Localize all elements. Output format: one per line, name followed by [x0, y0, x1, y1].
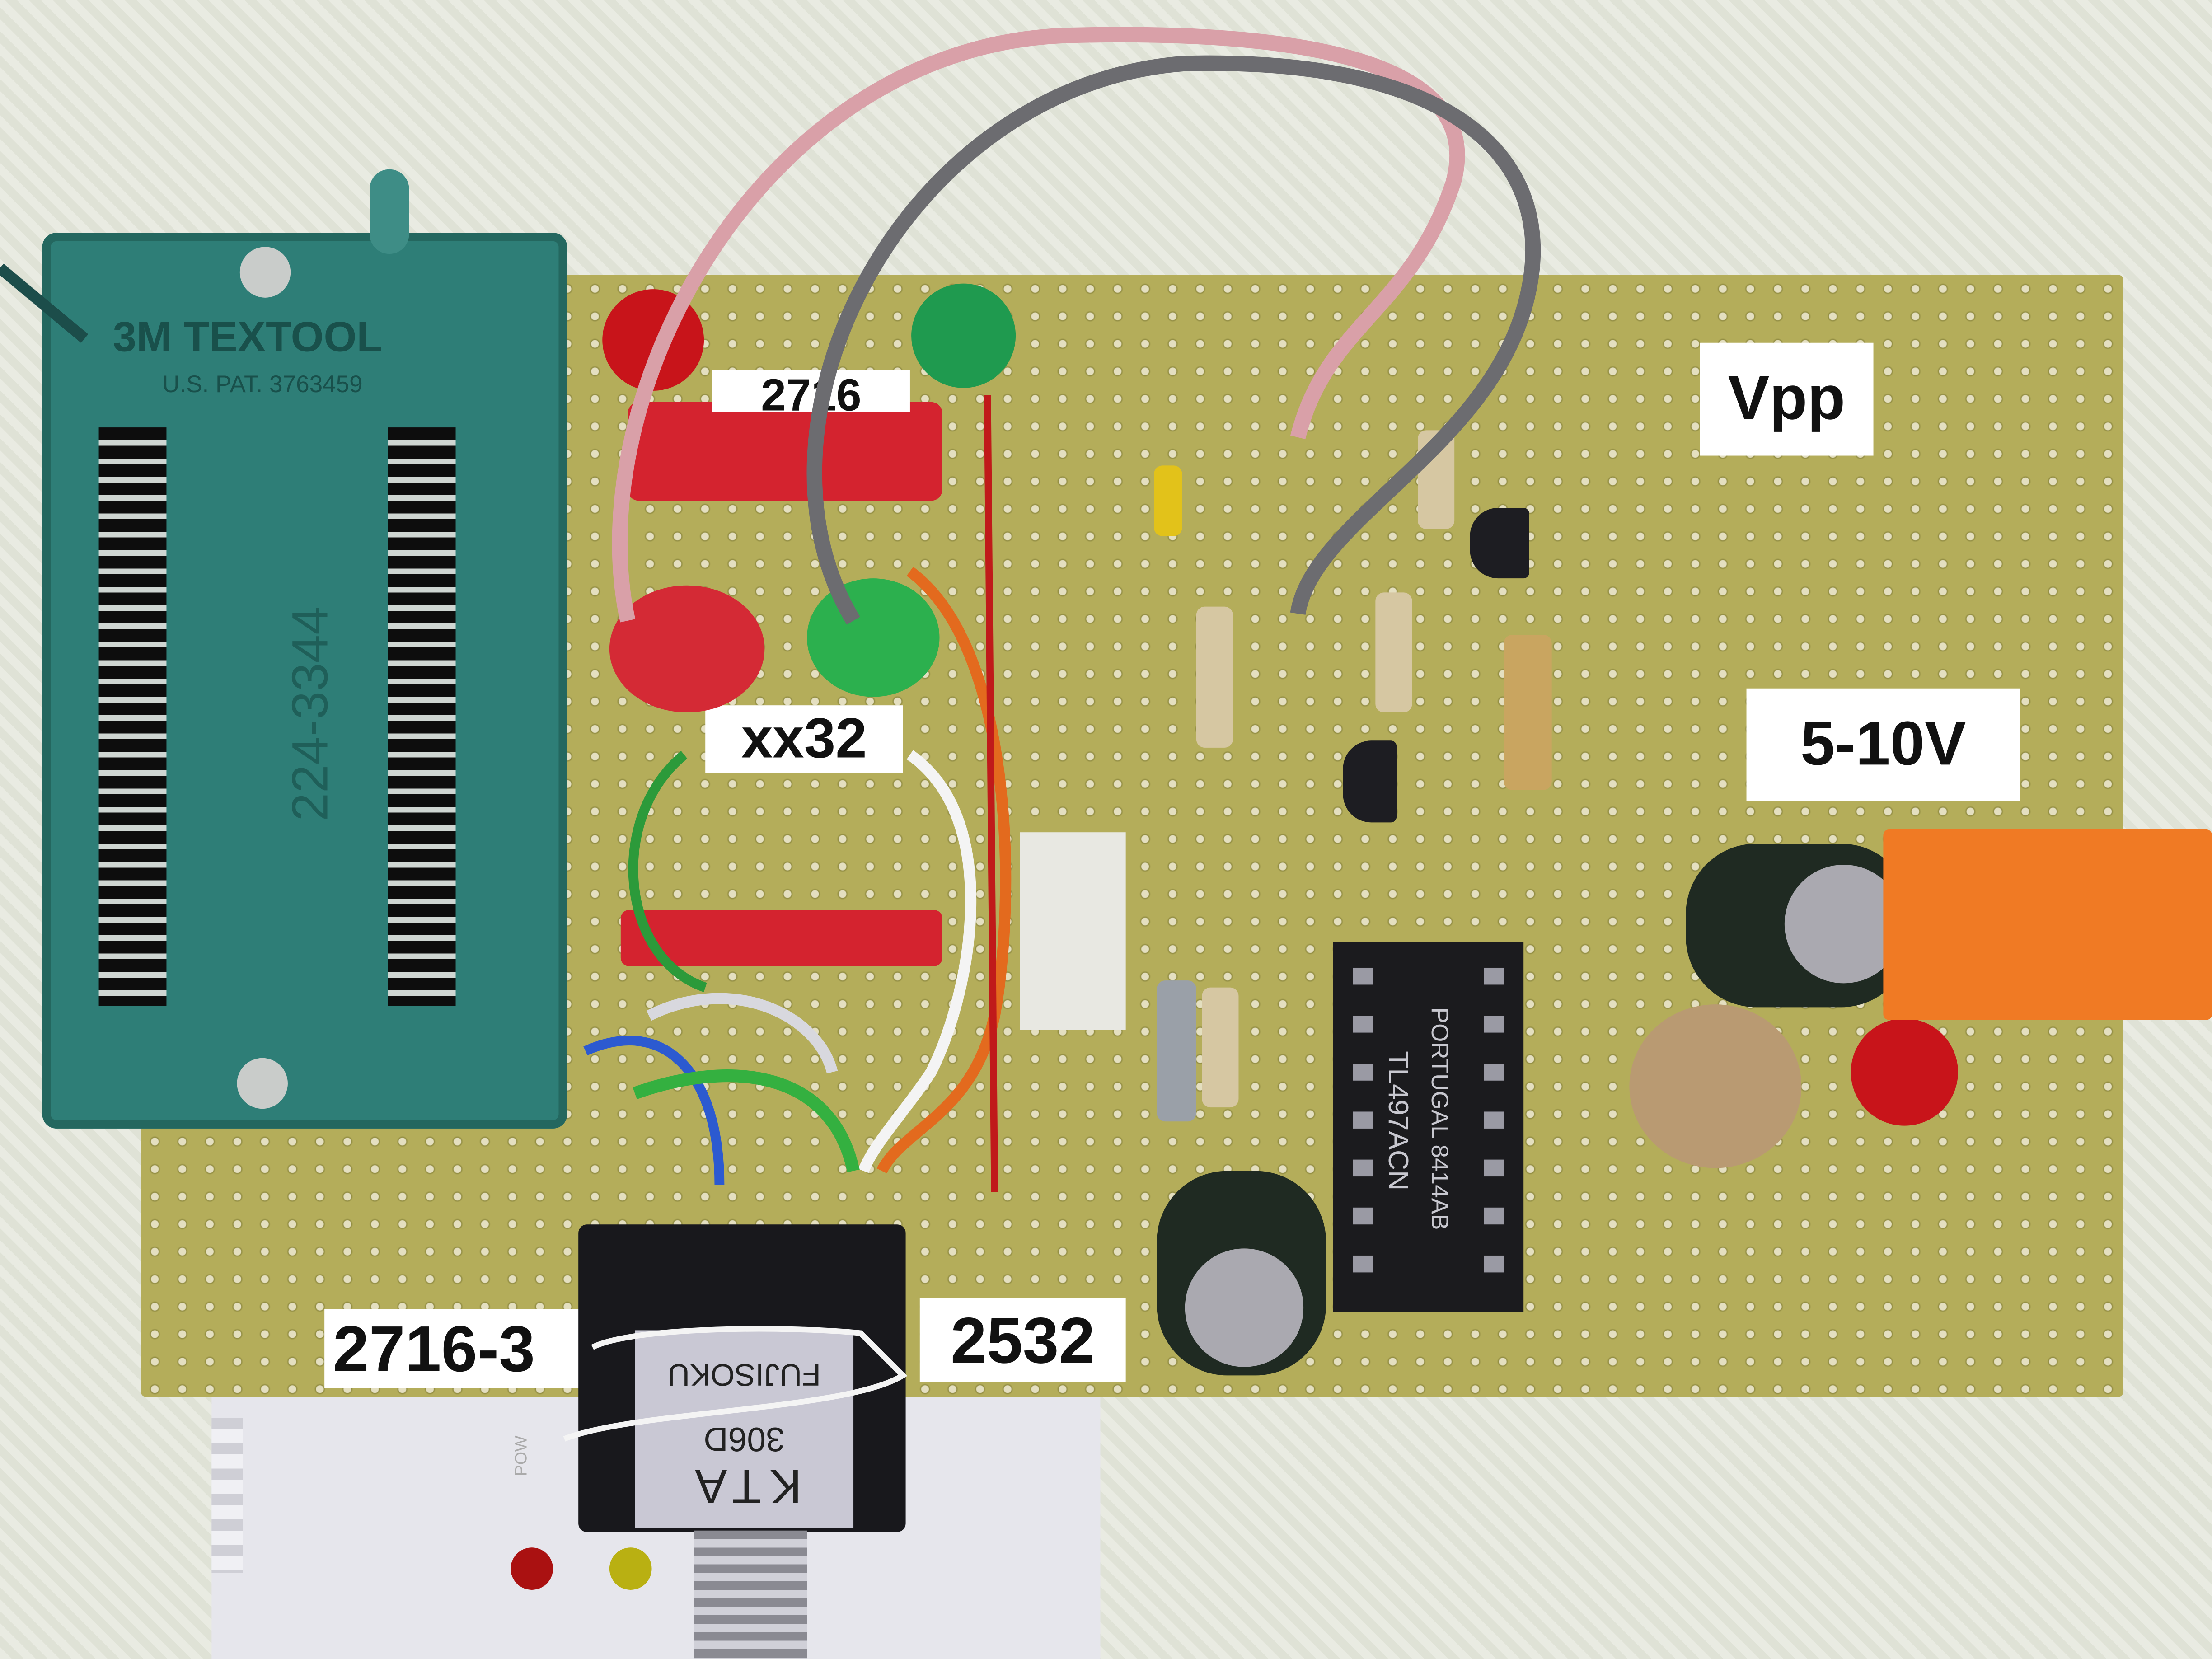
screw-top	[239, 247, 291, 298]
terminal-block	[1883, 829, 2212, 1020]
ic-pin	[1353, 967, 1373, 985]
ic-pin	[1484, 1207, 1504, 1225]
trimmer-potentiometer	[1020, 832, 1126, 1030]
socket-brand: 3M TEXTOOL	[112, 314, 383, 361]
socket-slot-right	[388, 427, 456, 1006]
wire-dark	[0, 263, 89, 343]
ic-pin	[1484, 967, 1504, 985]
ic-pin	[1484, 1016, 1504, 1033]
resistor	[1504, 635, 1552, 790]
ic-pin	[1353, 1255, 1373, 1273]
screw-bottom	[237, 1058, 288, 1109]
transistor	[1343, 740, 1397, 823]
label-5-10v: 5-10V	[1746, 688, 2020, 801]
test-point-green	[807, 578, 940, 697]
capacitor-top	[1185, 1248, 1304, 1367]
zif-socket: 3M TEXTOOL U.S. PAT. 3763459 224-3344	[42, 169, 567, 1129]
ic-pin	[1484, 1064, 1504, 1081]
toggle-switch: FUJISOKU 306D KTA	[578, 1224, 906, 1532]
ic-pin	[1353, 1016, 1373, 1033]
electrolytic-capacitor	[1157, 1171, 1326, 1376]
switch-thread	[694, 1530, 807, 1659]
resistor	[1157, 980, 1196, 1122]
resistor	[1202, 987, 1239, 1108]
label-2716: 2716	[712, 370, 910, 412]
power-led-yellow	[609, 1547, 652, 1590]
socket-slot-left	[98, 427, 167, 1006]
ic-pin	[1353, 1159, 1373, 1177]
wire-orange	[876, 567, 1012, 1174]
label-2716-3: 2716-3	[324, 1309, 607, 1388]
tantalum-capacitor	[1629, 1004, 1802, 1168]
transistor	[1470, 508, 1529, 579]
wire-gray	[806, 55, 1541, 625]
resistor	[1375, 592, 1412, 712]
ic-tl497: PORTUGAL 8414AB TL497ACN	[1333, 942, 1524, 1312]
wire-green	[628, 751, 707, 993]
diode	[1154, 465, 1182, 536]
ic-pin	[1353, 1207, 1373, 1225]
socket-lever	[370, 169, 409, 254]
ic-pin	[1484, 1255, 1504, 1273]
led-red-right	[1851, 1018, 1958, 1126]
resistor	[1196, 606, 1233, 748]
wire-pink	[612, 27, 1465, 623]
label-vpp: Vpp	[1700, 342, 1874, 456]
ic-pin	[1484, 1111, 1504, 1129]
ic-pin	[1353, 1064, 1373, 1081]
wire-white-loop	[563, 1326, 908, 1442]
switch-plate: FUJISOKU 306D KTA	[635, 1330, 854, 1528]
ic-pin	[1353, 1111, 1373, 1129]
wire-gray-2	[646, 993, 838, 1074]
ic-pin	[1484, 1159, 1504, 1177]
jumper-xx32-red	[620, 909, 942, 966]
wire-white	[858, 750, 977, 1173]
socket-patent: U.S. PAT. 3763459	[162, 371, 363, 398]
led-green	[911, 283, 1016, 388]
label-2532: 2532	[919, 1298, 1126, 1382]
wire-green-2	[633, 1069, 860, 1172]
wire-blue	[583, 1036, 725, 1185]
test-point-red	[609, 585, 765, 712]
capacitor-top	[1784, 865, 1903, 984]
vent-slots	[211, 1418, 243, 1573]
wire-red-long	[984, 395, 998, 1192]
power-led-red	[511, 1547, 553, 1590]
jumper-2716-red	[628, 402, 942, 501]
label-xx32: xx32	[705, 705, 903, 773]
electrolytic-capacitor	[1686, 844, 1912, 1008]
